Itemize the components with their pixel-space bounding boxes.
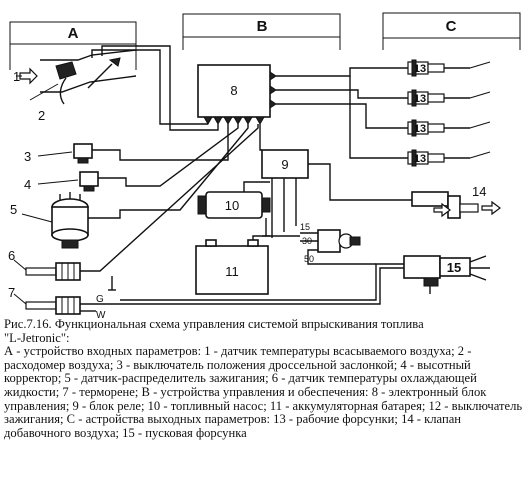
throttle-position-switch: 3 — [24, 124, 229, 164]
terminal-w: W — [96, 310, 106, 318]
terminal-g: G — [96, 294, 104, 305]
component-number-9: 9 — [281, 157, 288, 172]
component-number-2: 2 — [38, 108, 45, 123]
terminal-30: 30 — [302, 236, 312, 246]
section-frame-b: B — [182, 13, 341, 50]
section-frame-c: C — [382, 12, 521, 50]
relay-block: 9 — [261, 149, 412, 238]
altitude-corrector: 4 — [24, 124, 239, 192]
component-number-13: 13 — [414, 153, 426, 165]
component-number-13: 13 — [414, 63, 426, 75]
battery: 11 — [195, 235, 300, 295]
injector-3: 13 — [407, 119, 491, 137]
air-outlet-arrow-icon — [481, 200, 501, 216]
component-number-1: 1 — [13, 69, 20, 84]
section-label-b: B — [257, 18, 268, 35]
auxiliary-air-valve: 14 — [411, 184, 501, 219]
component-number-13: 13 — [414, 93, 426, 105]
injector-2: 13 — [407, 89, 491, 107]
component-number-5: 5 — [10, 202, 17, 217]
component-number-6: 6 — [8, 248, 15, 263]
component-number-13: 13 — [414, 123, 426, 135]
component-number-7: 7 — [8, 285, 15, 300]
air-flow-meter: 1 2 — [13, 49, 137, 123]
component-number-11: 11 — [225, 264, 239, 279]
injector-1: 13 — [407, 59, 491, 77]
component-number-15: 15 — [447, 260, 461, 275]
component-number-14: 14 — [472, 184, 486, 199]
fuel-pump: 10 — [197, 181, 271, 237]
caption-legend: А - устройство входных параметров: 1 - д… — [4, 344, 523, 440]
cold-start-injector: 15 — [403, 255, 490, 294]
electronic-control-unit: 8 — [197, 64, 277, 126]
terminal-50: 50 — [304, 254, 314, 264]
section-label-a: A — [68, 25, 79, 42]
caption-title-line-2: "L-Jetronic": — [4, 330, 70, 345]
component-number-10: 10 — [225, 198, 239, 213]
air-inlet-arrow-icon — [19, 67, 38, 85]
component-number-8: 8 — [230, 83, 237, 98]
caption-title-line-1: Рис.7.16. Функциональная схема управлени… — [4, 317, 424, 331]
injector-4: 13 — [407, 149, 491, 167]
figure-caption: Рис.7.16. Функциональная схема управлени… — [4, 317, 530, 440]
thermo-time-switch: 7 G W — [8, 285, 120, 318]
ignition-switch: 15 30 50 — [300, 222, 376, 265]
ignition-distributor: 5 — [10, 124, 249, 249]
section-label-c: C — [446, 18, 457, 35]
jetronic-schematic: A B C 1 2 8 — [8, 12, 521, 318]
coolant-temperature-sensor: 6 — [8, 124, 259, 291]
terminal-15: 15 — [300, 222, 310, 232]
component-number-4: 4 — [24, 177, 31, 192]
component-number-3: 3 — [24, 149, 31, 164]
